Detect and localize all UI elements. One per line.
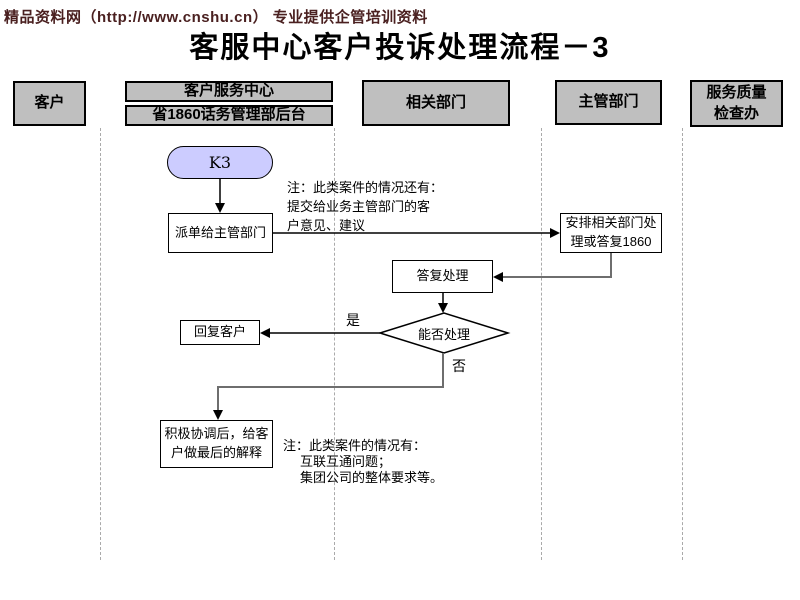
flow-node-arrange-label: 安排相关部门处理或答复1860 — [565, 215, 657, 249]
arrowhead-decision-replycustomer — [260, 328, 270, 338]
lane-header-service-center: 客户服务中心 — [125, 81, 333, 102]
lane-header-quality-office: 服务质量检查办 — [690, 80, 783, 127]
connector-decision-coordinate — [217, 353, 444, 411]
flow-node-reply-process-label: 答复处理 — [416, 268, 469, 284]
flow-node-decision: 能否处理 — [380, 313, 508, 353]
arrowhead-reply-decision — [438, 303, 448, 313]
lane-header-supervisor-dept: 主管部门 — [555, 80, 662, 125]
flow-node-coordinate: 积极协调后，给客户做最后的解释 — [160, 420, 273, 468]
edge-label-yes: 是 — [346, 312, 360, 328]
edge-label-no: 否 — [452, 358, 466, 374]
flow-node-dispatch: 派单给主管部门 — [168, 213, 273, 253]
lane-header-customer: 客户 — [13, 81, 86, 126]
flow-node-arrange: 安排相关部门处理或答复1860 — [560, 213, 662, 253]
flow-node-start: K3 — [167, 146, 273, 179]
arrowhead-dispatch-arrange — [550, 228, 560, 238]
lane-separator-4 — [682, 128, 683, 560]
flow-node-reply-customer-label: 回复客户 — [193, 324, 246, 340]
arrowhead-decision-coordinate — [213, 410, 223, 420]
lane-header-supervisor-dept-label: 主管部门 — [578, 93, 639, 111]
connector-arrange-reply — [502, 253, 612, 278]
flow-node-reply-customer: 回复客户 — [180, 320, 260, 345]
watermark-text: 精品资料网（http://www.cnshu.cn） 专业提供企管培训资料 — [4, 9, 428, 26]
page-title: 客服中心客户投诉处理流程－3 — [189, 32, 611, 64]
lane-header-1860-backstage-label: 省1860话务管理部后台 — [152, 106, 306, 124]
flow-node-coordinate-label: 积极协调后，给客户做最后的解释 — [164, 426, 269, 460]
lane-separator-3 — [541, 128, 542, 560]
note-1-line-3: 户意见、建议 — [287, 218, 366, 233]
note-annotation-2: 注：此类案件的情况有： 互联互通问题； 集团公司的整体要求等。 — [283, 438, 443, 486]
lane-header-related-dept-label: 相关部门 — [405, 93, 466, 111]
flow-node-start-label: K3 — [208, 152, 232, 172]
lane-header-quality-office-label: 服务质量检查办 — [706, 84, 767, 122]
note-1-line-2: 提交给业务主管部门的客 — [287, 199, 431, 214]
note-2-line-2: 互联互通问题； — [300, 454, 392, 469]
flow-node-decision-label: 能否处理 — [417, 326, 470, 342]
note-2-line-3: 集团公司的整体要求等。 — [300, 470, 444, 485]
flow-node-dispatch-label: 派单给主管部门 — [174, 224, 266, 240]
lane-header-customer-label: 客户 — [34, 94, 65, 112]
note-annotation-1: 注：此类案件的情况还有： 提交给业务主管部门的客 户意见、建议 — [287, 178, 443, 235]
arrowhead-arrange-reply — [493, 272, 503, 282]
lane-header-service-center-label: 客户服务中心 — [183, 82, 274, 100]
lane-header-1860-backstage: 省1860话务管理部后台 — [125, 105, 333, 126]
lane-separator-1 — [100, 128, 101, 560]
flow-node-reply-process: 答复处理 — [392, 260, 493, 293]
note-2-line-1: 注：此类案件的情况有： — [283, 438, 427, 453]
note-1-line-1: 注：此类案件的情况还有： — [287, 180, 444, 195]
lane-header-related-dept: 相关部门 — [362, 80, 510, 126]
lane-separator-2 — [334, 128, 335, 560]
arrowhead-start-dispatch — [215, 203, 225, 213]
